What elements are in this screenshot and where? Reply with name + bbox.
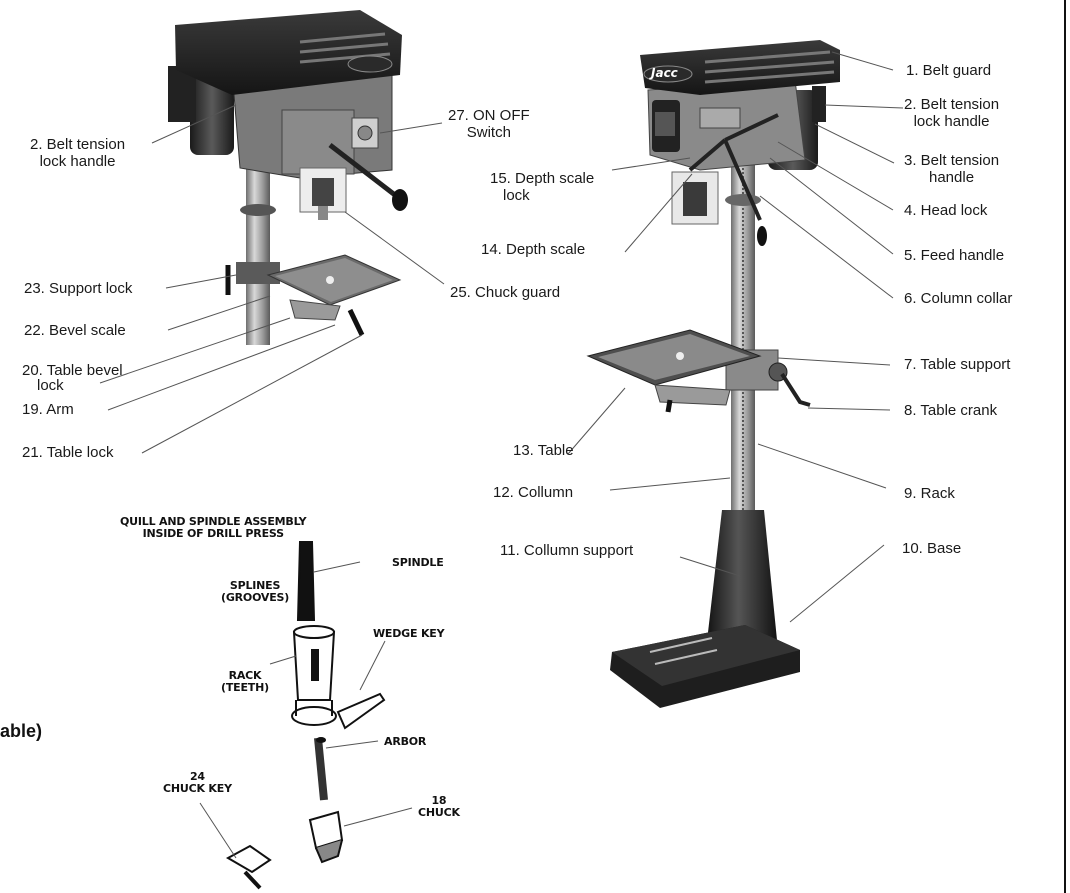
label-line: 20. Table bevel: [22, 362, 123, 379]
label-support-lock: 23. Support lock: [24, 280, 133, 297]
label-line: Switch: [466, 124, 511, 141]
label-on-off-switch: 27. ON OFF Switch: [448, 107, 530, 141]
side-text-fragment: able): [0, 721, 43, 741]
label-line: 27. ON OFF: [448, 107, 530, 124]
label-line: 3. Belt tension: [904, 152, 1000, 169]
label-belt-tension-handle: 3. Belt tension handle: [904, 152, 999, 186]
label-line: 2. Belt tension: [904, 96, 1000, 113]
label-feed-handle: 5. Feed handle: [904, 247, 1005, 264]
label-table-support: 7. Table support: [904, 356, 1011, 373]
right-border: [1064, 0, 1066, 893]
label-bevel-scale: 22. Bevel scale: [24, 322, 126, 339]
caption-line: RACK: [228, 669, 262, 682]
caption-chuck: 18 CHUCK: [418, 795, 460, 819]
label-line: lock: [503, 187, 530, 204]
floor-column-support: [706, 510, 778, 650]
label-column-support: 11. Collumn support: [500, 542, 634, 559]
caption-line: (TEETH): [221, 681, 269, 694]
label-line: 2. Belt tension: [30, 136, 126, 153]
label-head-lock: 4. Head lock: [904, 202, 988, 219]
bench-belt-guard: [175, 10, 402, 95]
label-line: lock handle: [913, 113, 990, 130]
label-table: 13. Table: [513, 442, 574, 459]
label-depth-scale-lock: 15. Depth scale lock: [490, 170, 594, 204]
leader-lines: [99, 51, 904, 859]
label-table-lock: 21. Table lock: [22, 444, 114, 461]
label-table-bevel-lock: 20. Table bevel lock: [22, 362, 123, 393]
label-base: 10. Base: [902, 540, 962, 557]
caption-rack: RACK (TEETH): [221, 670, 269, 694]
label-table-crank: 8. Table crank: [904, 402, 998, 419]
caption-line: CHUCK KEY: [163, 782, 232, 795]
label-belt-tension-lock-handle-right: 2. Belt tension lock handle: [904, 96, 999, 130]
brand-logo: Jacc: [651, 66, 678, 80]
caption-chuck-key: 24 CHUCK KEY: [163, 771, 232, 795]
caption-line: 24: [189, 770, 205, 783]
caption-wedge-key: WEDGE KEY: [373, 627, 445, 640]
caption-spindle: SPINDLE: [392, 556, 444, 569]
label-column: 12. Collumn: [493, 484, 574, 501]
label-column-collar: 6. Column collar: [904, 290, 1013, 307]
caption-line: SPLINES: [229, 579, 281, 592]
label-depth-scale: 14. Depth scale: [481, 241, 586, 258]
bench-column: [246, 150, 270, 345]
quill-assembly-title: QUILL AND SPINDLE ASSEMBLY INSIDE OF DRI…: [120, 515, 307, 540]
label-line: lock handle: [39, 153, 116, 170]
label-chuck-guard: 25. Chuck guard: [450, 284, 561, 301]
quill-assembly-drawing: [225, 541, 386, 890]
caption-line: CHUCK: [418, 806, 460, 819]
caption-line: QUILL AND SPINDLE ASSEMBLY: [120, 515, 307, 528]
label-rack: 9. Rack: [904, 485, 955, 502]
floor-drill-press: [586, 40, 840, 708]
bench-motor: [190, 75, 234, 155]
label-belt-tension-lock-handle-left: 2. Belt tension lock handle: [30, 136, 125, 170]
floor-table-crank: [780, 372, 811, 407]
label-belt-guard: 1. Belt guard: [906, 62, 992, 79]
label-line: handle: [929, 169, 975, 186]
caption-line: 18: [431, 794, 447, 807]
label-line: 15. Depth scale: [490, 170, 595, 187]
caption-line: (GROOVES): [221, 591, 290, 604]
caption-arbor: ARBOR: [384, 735, 427, 748]
label-arm: 19. Arm: [22, 401, 74, 418]
caption-splines: SPLINES (GROOVES): [221, 580, 289, 604]
label-line: lock: [37, 377, 64, 394]
caption-line: INSIDE OF DRILL PRESS: [142, 527, 284, 540]
bench-drill-press: [168, 10, 408, 345]
